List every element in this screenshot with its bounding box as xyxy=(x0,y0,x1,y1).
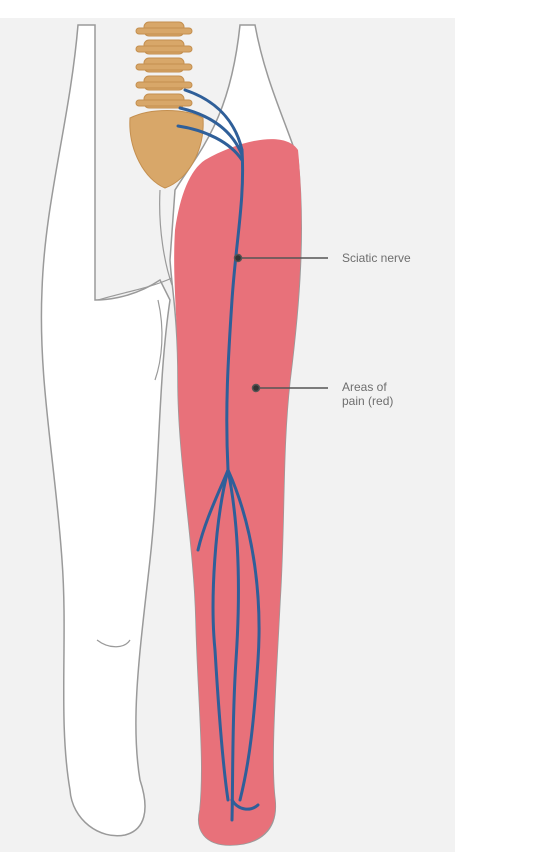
label-sciatic-nerve: Sciatic nerve xyxy=(342,251,411,265)
lumbar-spine xyxy=(136,22,192,108)
label-pain-areas: Areas of pain (red) xyxy=(342,380,393,408)
